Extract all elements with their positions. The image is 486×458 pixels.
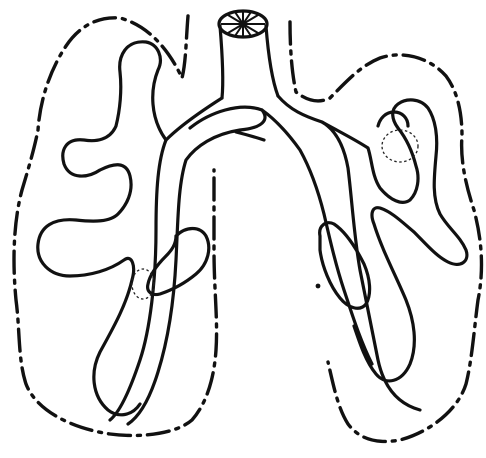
trachea-right-wall xyxy=(266,26,278,96)
left-bronchus-inner xyxy=(128,107,265,424)
bronchi xyxy=(110,96,420,424)
bronchus-junction-stub xyxy=(236,132,264,140)
trachea-left-wall xyxy=(220,26,223,98)
right-bronchus-outer xyxy=(278,96,420,410)
trachea xyxy=(219,11,278,98)
left-lung-dotted-cavity xyxy=(132,269,154,299)
right-lung-dot xyxy=(316,284,321,289)
right-lung-chambers xyxy=(322,100,467,381)
trachea-lumen xyxy=(240,21,246,27)
left-lung-outline xyxy=(14,16,217,435)
left-lung-chambers xyxy=(38,42,166,415)
